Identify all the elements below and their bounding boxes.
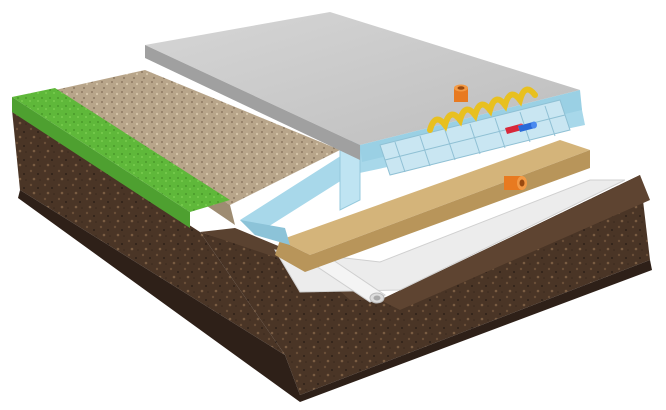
grass-front	[12, 97, 190, 228]
service-pipe-orange-sand	[504, 176, 527, 190]
gravel-bed-top	[55, 70, 340, 205]
insulation-edge	[240, 220, 290, 245]
insulation-grid	[379, 99, 571, 176]
geotextile-trench	[274, 179, 626, 293]
grass-top	[12, 88, 230, 212]
concrete-slab-edge	[145, 45, 360, 160]
soil-front-face	[12, 110, 285, 355]
soil-right-top	[380, 175, 650, 310]
underfloor-heating-pipe	[427, 86, 538, 133]
sand-layer-top	[280, 140, 590, 255]
service-pipe-blue	[518, 121, 537, 132]
service-pipe-orange-top	[454, 84, 468, 102]
